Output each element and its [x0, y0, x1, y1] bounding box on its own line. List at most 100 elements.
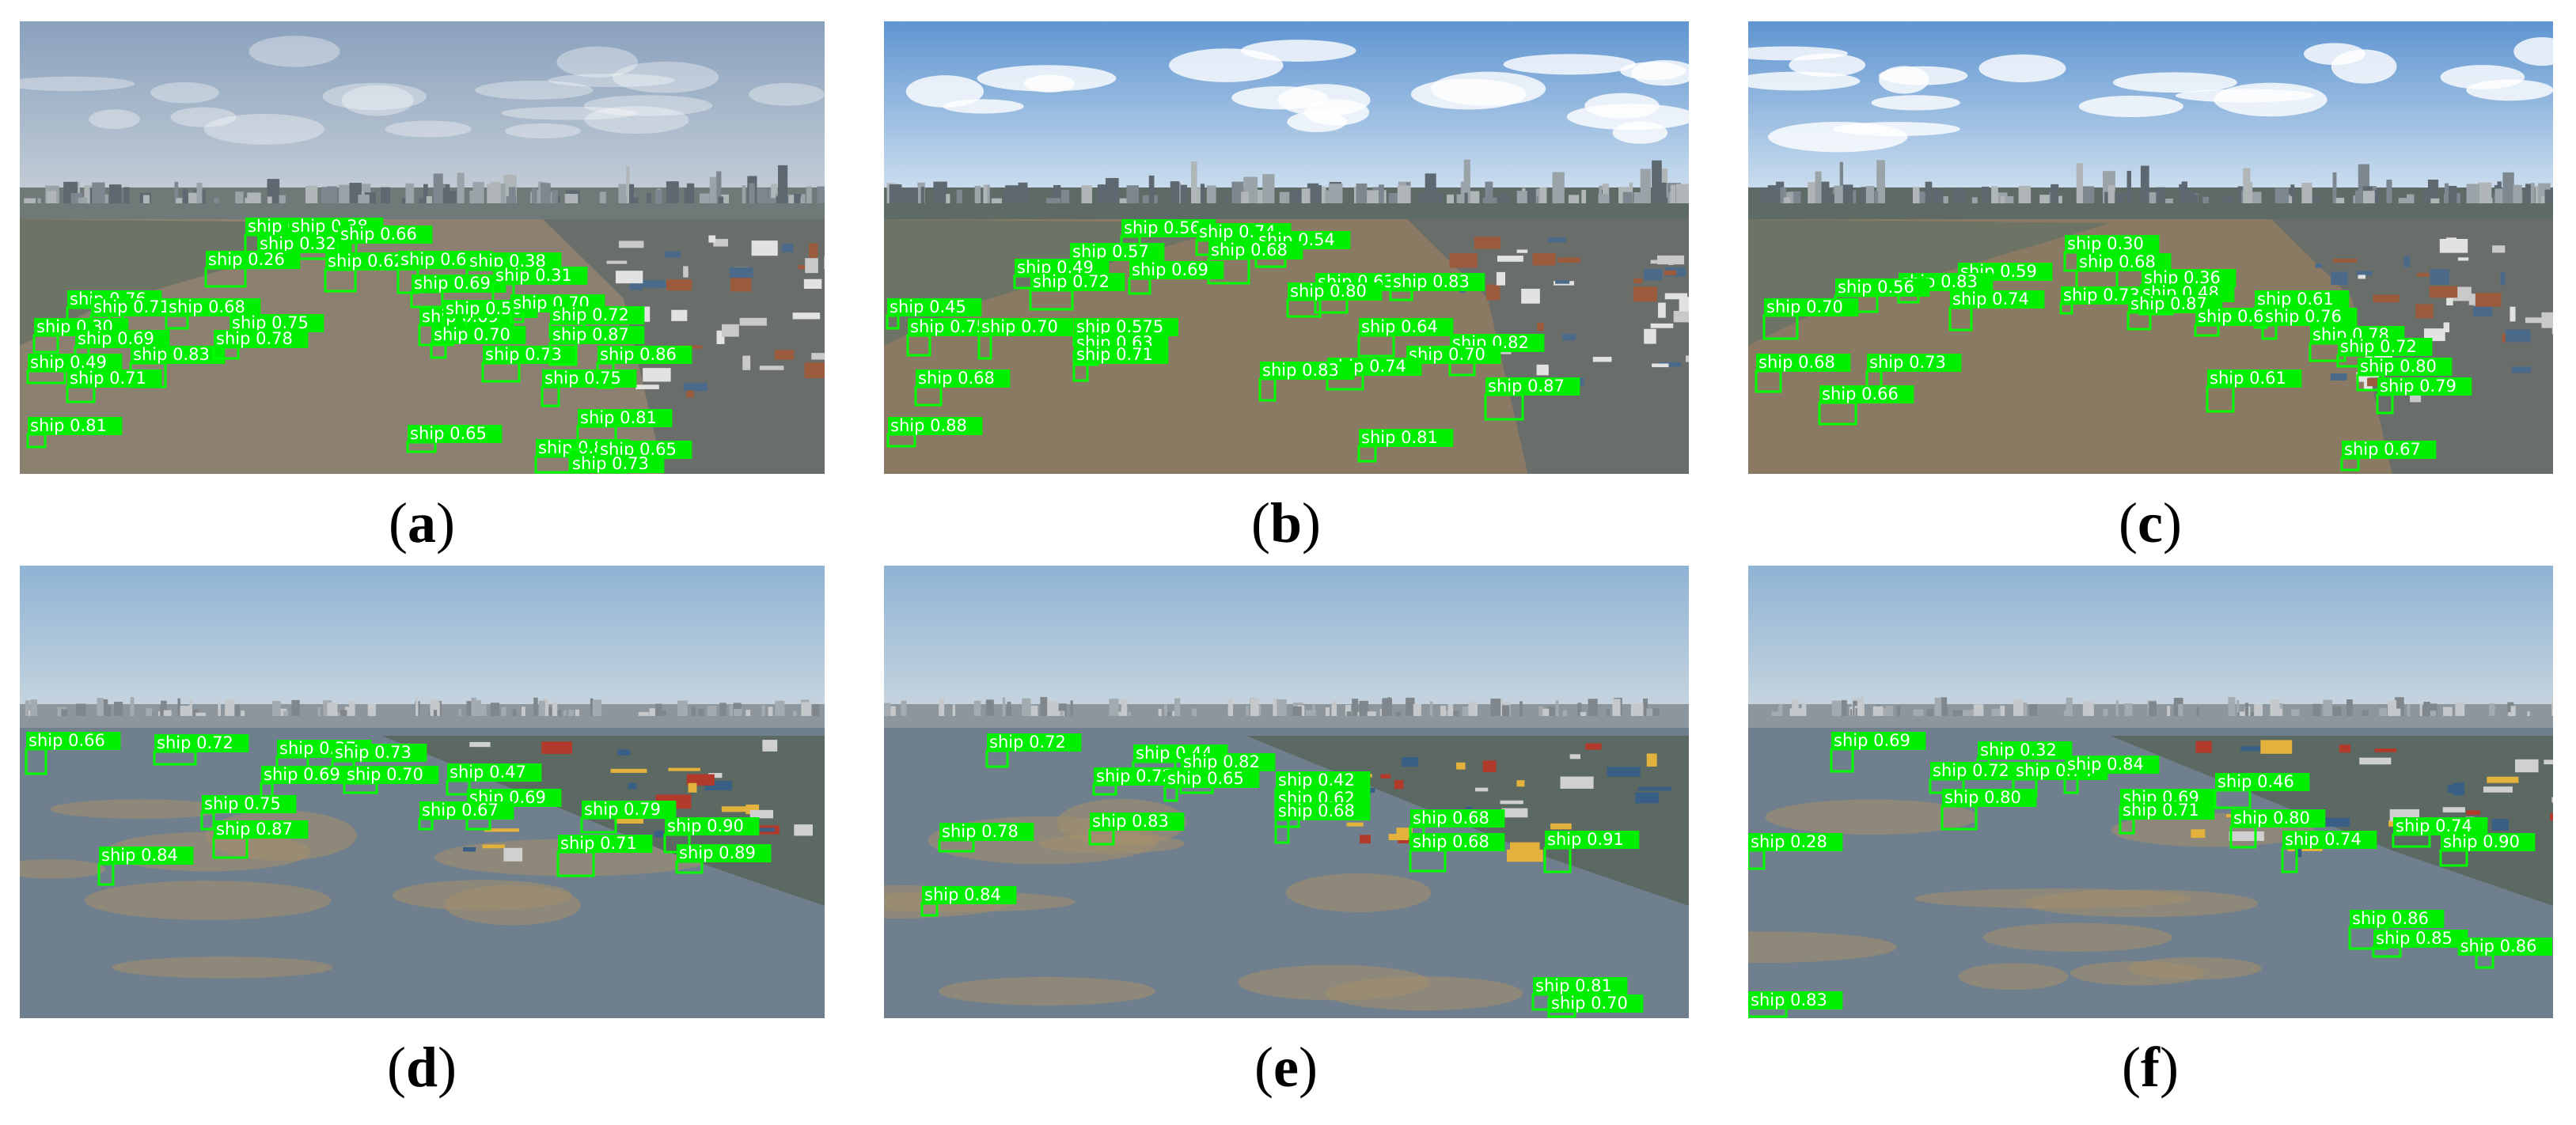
ship-detection: ship 0.72 — [1092, 767, 1189, 796]
detection-label: ship 0.69 — [264, 765, 340, 784]
detection-label-bg — [1390, 273, 1485, 291]
detection-label: ship 0.42 — [1278, 771, 1355, 790]
detection-label: ship 0.72 — [1033, 272, 1110, 291]
ship-detection: ship 0.73 — [2059, 286, 2156, 315]
detection-label: ship 0.74 — [1952, 290, 2029, 309]
ship-detection: ship 0.71 — [2119, 801, 2215, 835]
detection-label-bg — [598, 441, 692, 459]
detection-label-bg — [408, 425, 503, 443]
detection-label-bg — [1549, 994, 1644, 1013]
detection-label: ship 0.78 — [216, 329, 293, 348]
detection-label: ship 0.60 — [400, 250, 477, 269]
ship-detection: ship 0.49 — [1013, 258, 1110, 290]
detection-label: ship 0.72 — [2340, 337, 2417, 356]
ship-detection: ship 0.56 — [1120, 218, 1216, 249]
detection-label: ship 0.66 — [1822, 384, 1899, 403]
detection-label-bg — [338, 225, 433, 244]
detection-label-bg — [2342, 441, 2437, 459]
detection-label-bg — [2255, 290, 2350, 309]
ship-detection: ship 0.30 — [2063, 234, 2160, 272]
ship-detection: ship 0.73 — [331, 743, 427, 782]
detection-label: ship 0.62 — [328, 252, 404, 271]
ship-detection: ship 0.32 — [1976, 741, 2073, 771]
ship-detection: ship 0.42 — [1274, 771, 1371, 807]
ship-detection: ship 0.46 — [2214, 772, 2310, 809]
detection-label: ship 0.31 — [495, 266, 572, 285]
detection-label-bg — [1030, 273, 1125, 291]
detection-label-bg — [677, 844, 772, 862]
ship-detection: ship 0.38 — [465, 252, 562, 283]
detection-label: ship 0.90 — [2443, 832, 2520, 851]
detection-label: ship 0.46 — [2217, 772, 2294, 791]
ship-detection: ship 0.80 — [2356, 357, 2453, 392]
detection-label: ship 0.82 — [1183, 752, 1260, 771]
ship-detection: ship 0.72 — [1929, 761, 2025, 794]
detection-label: ship 0.75 — [910, 317, 987, 336]
caption-a: (a) — [389, 491, 455, 555]
ship-detection: ship 0.67 — [2340, 440, 2437, 472]
detection-label-bg — [1545, 831, 1640, 849]
ship-detection: ship 0.80 — [1941, 788, 2037, 831]
detection-label-bg — [1359, 318, 1454, 336]
detection-label: ship 0.72 — [1096, 767, 1173, 786]
detection-label-bg — [344, 766, 439, 784]
ship-detection: ship 0.49 — [26, 353, 123, 384]
detection-label: ship 0.66 — [340, 225, 417, 244]
detection-label: ship 0.73 — [2063, 286, 2140, 305]
ship-detection: ship 0.84 — [2063, 755, 2160, 794]
detection-label: ship 0.73 — [572, 454, 649, 473]
detection-label: ship 0.70 — [347, 765, 423, 784]
detection-label: ship 0.26 — [208, 250, 285, 269]
ship-detection: ship 0.75 — [906, 317, 1003, 357]
ship-detection: ship 0.68 — [1207, 241, 1303, 285]
ship-detection: ship 0.72 — [548, 305, 645, 339]
detection-label: ship 0.57 — [1072, 242, 1149, 261]
caption-d: (d) — [386, 1036, 457, 1099]
detection-label-bg — [578, 409, 673, 427]
detection-label-bg — [131, 346, 226, 364]
detection-label-bg — [1930, 762, 2025, 780]
detection-label: ship 0.76 — [2265, 307, 2342, 326]
detection-label: ship 0.86 — [2460, 937, 2537, 956]
detection-label: ship 0.84 — [924, 885, 1001, 904]
caption-b: (b) — [1250, 491, 1321, 555]
detection-label-bg — [214, 820, 309, 839]
detection-label-bg — [28, 417, 123, 435]
detection-label: ship 0.83 — [1393, 272, 1470, 291]
ship-detection: ship 0.575 — [1072, 317, 1178, 347]
ship-detection: ship 0.71 — [1072, 345, 1169, 382]
ship-detection: ship 0.86 — [2457, 937, 2552, 969]
ship-detection: ship 0.68 — [1409, 809, 1505, 846]
ship-detection: ship 0.64 — [1357, 317, 1454, 358]
ship-detection: ship 0.72 — [1029, 272, 1125, 311]
detection-label-bg — [1074, 346, 1169, 364]
detection-label-bg — [1942, 789, 2037, 807]
detection-label: ship 0.73 — [335, 743, 412, 762]
ship-detection: ship 0.72 — [2336, 337, 2433, 368]
detection-label-bg — [888, 417, 983, 435]
ship-detection: ship 0.28 — [1748, 832, 1843, 870]
detection-label: ship 0.81 — [1535, 976, 1612, 995]
detection-label: ship 0.87 — [1488, 377, 1565, 396]
detection-label-bg — [2065, 756, 2160, 774]
detection-label-bg — [558, 835, 653, 853]
ship-detection: ship 0.84 — [97, 846, 194, 886]
detection-label: ship 0.67 — [422, 801, 499, 820]
detection-label-bg — [1533, 977, 1628, 995]
ship-detection: ship 0.71 — [556, 834, 653, 877]
detection-label-bg — [1260, 362, 1355, 380]
ship-detection: ship 0.76 — [2261, 307, 2358, 340]
detection-label: ship 0.80 — [2233, 809, 2310, 828]
ship-detection: ship 0.65 — [1163, 769, 1260, 802]
detection-label-bg — [1276, 802, 1371, 820]
ship-detection: ship 0.70 — [343, 765, 439, 794]
ship-detection: ship 0.74 — [1948, 290, 2045, 331]
detection-label: ship 0.81 — [30, 416, 107, 435]
detection-label: ship 0.87 — [2130, 294, 2207, 313]
detection-label: ship 0.68 — [918, 369, 995, 388]
detection-label: ship 0.83 — [1751, 991, 1827, 1009]
ship-detection: ship 0.69 — [74, 329, 170, 369]
detection-label: ship 0.70 — [1551, 994, 1628, 1013]
detection-label: ship 0.68 — [1413, 809, 1489, 828]
